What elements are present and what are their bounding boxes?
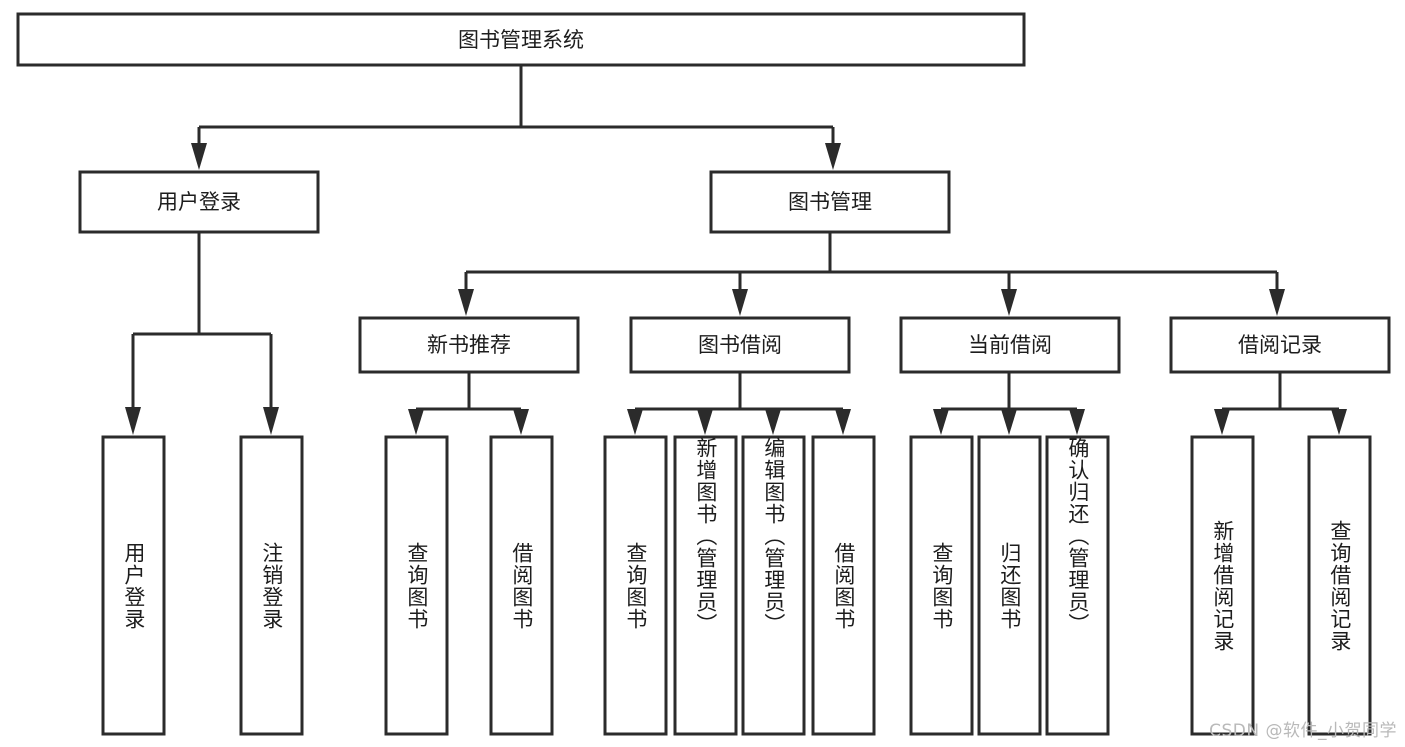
leaf-box-user-login-2[interactable] <box>239 435 304 736</box>
leaf-box-current-borrow-1[interactable] <box>909 435 974 736</box>
leaf-box-user-login-1[interactable] <box>101 435 166 736</box>
connector-currentborrow-to-leaves <box>933 372 1085 435</box>
connector-newbook-to-leaves <box>408 372 529 435</box>
leaf-box-new-book-1[interactable] <box>384 435 449 736</box>
node-current-borrow[interactable]: 当前借阅 <box>899 316 1121 374</box>
leaf-box-borrow-record-2[interactable] <box>1307 435 1372 736</box>
leaf-box-current-borrow-2[interactable] <box>977 435 1042 736</box>
leaf-box-borrow-record-1[interactable] <box>1190 435 1255 736</box>
connector-borrowrecord-to-leaves <box>1214 372 1347 435</box>
leaf-box-book-borrow-2[interactable] <box>673 435 738 736</box>
connector-bookborrow-to-leaves <box>627 372 851 435</box>
leaf-box-book-borrow-3[interactable] <box>741 435 806 736</box>
node-book-borrow[interactable]: 图书借阅 <box>629 316 851 374</box>
connector-root-to-level1 <box>191 65 841 170</box>
connector-userlogin-to-leaves <box>125 232 279 435</box>
node-user-login[interactable]: 用户登录 <box>78 170 320 234</box>
node-new-book-recommend[interactable]: 新书推荐 <box>358 316 580 374</box>
node-book-management-label: 图书管理 <box>788 190 872 214</box>
leaf-box-current-borrow-3[interactable] <box>1045 435 1110 736</box>
connector-bookmgmt-to-level2 <box>458 232 1285 316</box>
node-book-management[interactable]: 图书管理 <box>709 170 951 234</box>
node-root[interactable]: 图书管理系统 <box>16 12 1026 67</box>
node-borrow-record[interactable]: 借阅记录 <box>1169 316 1391 374</box>
node-book-borrow-label: 图书借阅 <box>698 333 782 357</box>
leaf-box-book-borrow-4[interactable] <box>811 435 876 736</box>
node-current-borrow-label: 当前借阅 <box>968 333 1052 357</box>
node-root-label: 图书管理系统 <box>458 28 584 52</box>
node-new-book-recommend-label: 新书推荐 <box>427 333 511 357</box>
watermark-text: CSDN @软件_小贺同学 <box>1209 721 1397 741</box>
leaf-box-new-book-2[interactable] <box>489 435 554 736</box>
node-user-login-label: 用户登录 <box>157 190 241 214</box>
node-borrow-record-label: 借阅记录 <box>1238 333 1322 357</box>
leaf-box-book-borrow-1[interactable] <box>603 435 668 736</box>
